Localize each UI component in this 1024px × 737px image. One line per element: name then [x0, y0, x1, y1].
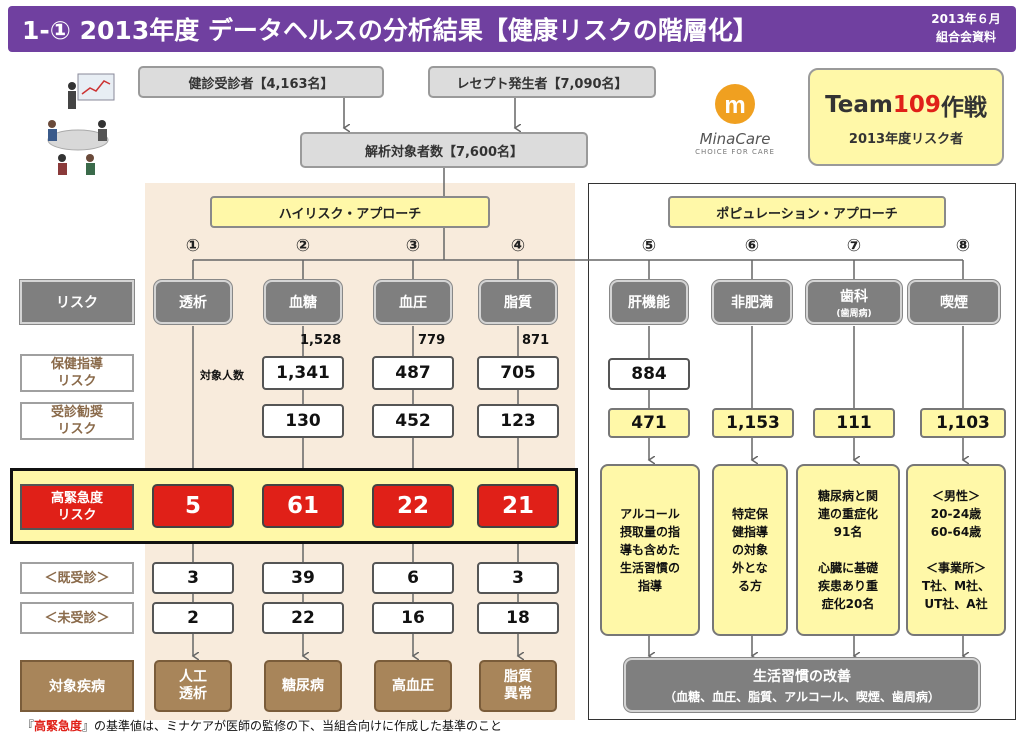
column-number-5: ⑤: [641, 236, 657, 256]
column-number-6: ⑥: [744, 236, 760, 256]
receipt-count-box: レセプト発生者【7,090名】: [428, 66, 656, 98]
row-label-visit: 受診勧奨 リスク: [20, 402, 134, 440]
visited-count-lipid: 3: [477, 562, 559, 594]
urgent-count-dialysis: 5: [152, 484, 234, 528]
team-subtitle: 2013年度リスク者: [848, 132, 964, 147]
visited-count-blood-sugar: 39: [262, 562, 344, 594]
team-prefix: Team: [825, 92, 893, 118]
row-label-not-visited: ＜未受診＞: [20, 602, 134, 634]
visit-count-dental: 111: [813, 408, 895, 438]
target-count-label: 対象人数: [200, 369, 244, 382]
column-number-2: ②: [295, 236, 311, 256]
row-label-visited: ＜既受診＞: [20, 562, 134, 594]
disease-diabetes: 糖尿病: [264, 660, 342, 712]
not-visited-count-lipid: 18: [477, 602, 559, 634]
disease-hypertension: 高血圧: [374, 660, 452, 712]
risk-dental-sub: (歯周病): [836, 308, 872, 319]
risk-box-liver: 肝機能: [610, 280, 688, 324]
disease-dyslipidemia: 脂質 異常: [479, 660, 557, 712]
row-label-urgent: 高緊急度 リスク: [20, 484, 134, 530]
guidance-count-blood-sugar: 1,341: [262, 356, 344, 390]
visited-count-dialysis: 3: [152, 562, 234, 594]
title-bar: [8, 6, 1016, 52]
footnote-text: 』の基準値は、ミナケアが医師の監修の下、当組合向けに作成した基準のこと: [82, 719, 503, 733]
date-note-line1: 2013年６月: [931, 12, 1001, 26]
guidance-count-blood-pressure: 487: [372, 356, 454, 390]
column-number-3: ③: [405, 236, 421, 256]
row-label-disease: 対象疾病: [20, 660, 134, 712]
risk-box-blood-pressure: 血圧: [374, 280, 452, 324]
visit-count-liver: 471: [608, 408, 690, 438]
column-number-8: ⑧: [955, 236, 971, 256]
team-number: 109: [892, 92, 941, 118]
footnote-highlight: 高緊急度: [34, 719, 83, 733]
risk-box-lipid: 脂質: [479, 280, 557, 324]
risk-box-dental: 歯科 (歯周病): [806, 280, 902, 324]
visit-count-blood-pressure: 452: [372, 404, 454, 438]
urgent-count-blood-sugar: 61: [262, 484, 344, 528]
date-note-line2: 組合会資料: [935, 30, 996, 44]
footnote-prefix: 『: [22, 719, 35, 733]
not-visited-count-dialysis: 2: [152, 602, 234, 634]
urgent-count-blood-pressure: 22: [372, 484, 454, 528]
dental-description: 糖尿病と関 連の重症化 91名 心臓に基礎 疾患あり重 症化20名: [796, 464, 900, 636]
guidance-count-liver: 884: [608, 358, 690, 390]
footnote: 『高緊急度』の基準値は、ミナケアが医師の監修の下、当組合向けに作成した基準のこと: [22, 717, 502, 734]
not-visited-count-blood-sugar: 22: [262, 602, 344, 634]
non-obese-description: 特定保 健指導 の対象 外とな る方: [712, 464, 788, 636]
population-approach-header: ポピュレーション・アプローチ: [668, 196, 946, 228]
risk-box-blood-sugar: 血糖: [264, 280, 342, 324]
risk-dental-label: 歯科: [840, 288, 868, 305]
svg-text:m: m: [724, 92, 745, 119]
analysis-count-box: 解析対象者数【7,600名】: [300, 132, 588, 168]
team-suffix: 作戦: [940, 95, 987, 121]
logo-tagline: CHOICE FOR CARE: [695, 148, 775, 156]
logo-name: MinaCare: [699, 130, 771, 148]
visit-count-non-obese: 1,153: [712, 408, 794, 438]
minacare-logo: m MinaCare CHOICE FOR CARE: [680, 80, 790, 160]
column-number-1: ①: [185, 236, 201, 256]
top-count-blood-pressure: 779: [418, 333, 446, 348]
visit-count-blood-sugar: 130: [262, 404, 344, 438]
column-number-7: ⑦: [846, 236, 862, 256]
minacare-logo-icon: m: [715, 84, 755, 124]
not-visited-count-blood-pressure: 16: [372, 602, 454, 634]
checkup-count-box: 健診受診者【4,163名】: [138, 66, 384, 98]
top-count-lipid: 871: [522, 333, 550, 348]
visit-count-smoking: 1,103: [920, 408, 1006, 438]
lifestyle-improvement-box: 生活習慣の改善 （血糖、血圧、脂質、アルコール、喫煙、歯周病）: [624, 658, 980, 712]
column-number-4: ④: [510, 236, 526, 256]
urgent-count-lipid: 21: [477, 484, 559, 528]
risk-box-smoking: 喫煙: [908, 280, 1000, 324]
visit-count-lipid: 123: [477, 404, 559, 438]
guidance-count-lipid: 705: [477, 356, 559, 390]
visited-count-blood-pressure: 6: [372, 562, 454, 594]
meeting-illustration: [47, 73, 115, 175]
lifestyle-detail: （血糖、血圧、脂質、アルコール、喫煙、歯周病）: [664, 689, 940, 704]
date-note: 2013年６月 組合会資料: [920, 10, 1012, 50]
disease-dialysis: 人工 透析: [154, 660, 232, 712]
risk-box-dialysis: 透析: [154, 280, 232, 324]
top-count-blood-sugar: 1,528: [300, 333, 342, 348]
row-label-guidance: 保健指導 リスク: [20, 354, 134, 392]
page-title: 1-① 2013年度 データヘルスの分析結果【健康リスクの階層化】: [22, 16, 758, 45]
liver-description: アルコール 摂取量の指 導も含めた 生活習慣の 指導: [600, 464, 700, 636]
lifestyle-title: 生活習慣の改善: [753, 668, 851, 685]
row-label-risk: リスク: [20, 280, 134, 324]
smoking-description: ＜男性＞ 20-24歳 60-64歳 ＜事業所＞ T社、M社、 UT社、A社: [906, 464, 1006, 636]
high-risk-approach-header: ハイリスク・アプローチ: [210, 196, 490, 228]
risk-box-non-obese: 非肥満: [712, 280, 792, 324]
